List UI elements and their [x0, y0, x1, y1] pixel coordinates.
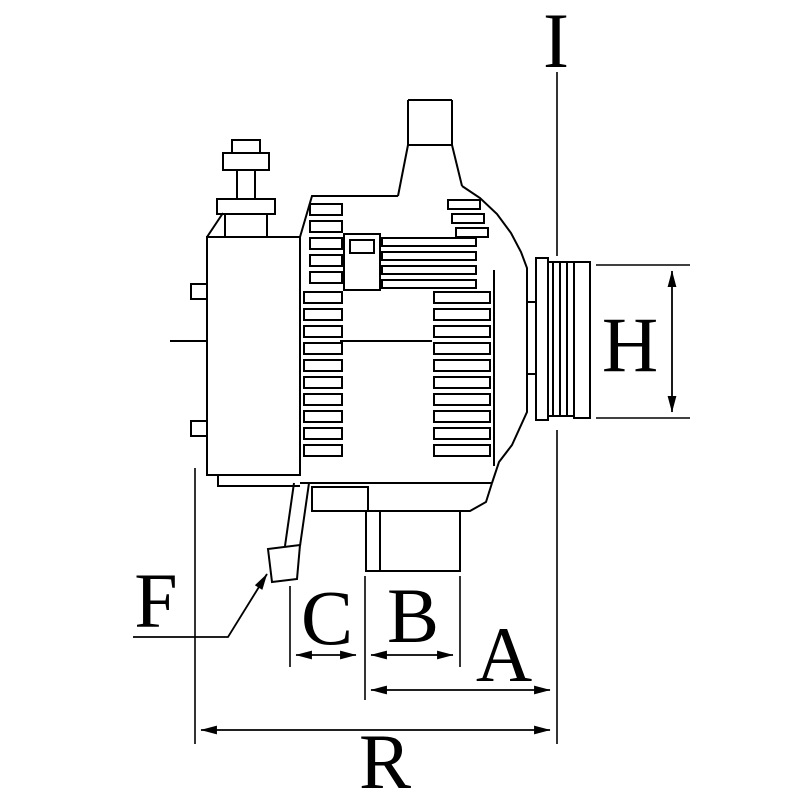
pulley-rim-lines — [548, 261, 574, 417]
dimension-label-i: I — [543, 0, 569, 84]
dimension-label-r: R — [359, 718, 411, 800]
pulley-groove-lines — [552, 263, 568, 415]
terminal-stud-stack — [216, 139, 276, 238]
fin-slots-right-column — [433, 291, 491, 457]
stator-upper-slots — [309, 203, 343, 284]
dimension-label-f: F — [134, 557, 177, 644]
fin-slots-left-column — [303, 291, 343, 457]
top-right-vent-slots — [447, 199, 489, 238]
brush-holder-boss — [343, 233, 381, 291]
mounting-foot — [365, 510, 461, 572]
body-slope-right — [461, 185, 528, 484]
body-top-edge — [299, 195, 398, 238]
mounting-lug — [397, 99, 463, 197]
dimension-label-b: B — [387, 572, 439, 659]
lower-bracket-arm — [284, 482, 310, 547]
dimension-label-a: A — [476, 611, 532, 698]
body-bottom-right-corner — [460, 482, 493, 512]
alternator-drawing — [170, 99, 591, 584]
extension-lines-pulley-diameter — [596, 264, 690, 419]
pulley — [535, 257, 591, 421]
dimensioning: I H F C B A R — [133, 0, 690, 800]
leader-arrow-f — [133, 573, 268, 638]
pulley-left-flange — [535, 257, 549, 421]
pulley-right-flange — [573, 261, 591, 419]
shaft-lines — [527, 301, 536, 375]
lower-bracket-pad — [266, 543, 302, 584]
rear-housing-tabs — [190, 283, 208, 437]
lower-block — [311, 486, 369, 512]
housing-top-edge — [206, 212, 224, 238]
dimension-label-c: C — [301, 574, 353, 661]
rear-housing-lip — [217, 475, 300, 487]
rear-housing — [206, 236, 301, 476]
stator-lamination-bars — [381, 237, 477, 289]
dimension-label-h: H — [602, 301, 658, 388]
brush-holder-boss-inner — [349, 239, 375, 254]
